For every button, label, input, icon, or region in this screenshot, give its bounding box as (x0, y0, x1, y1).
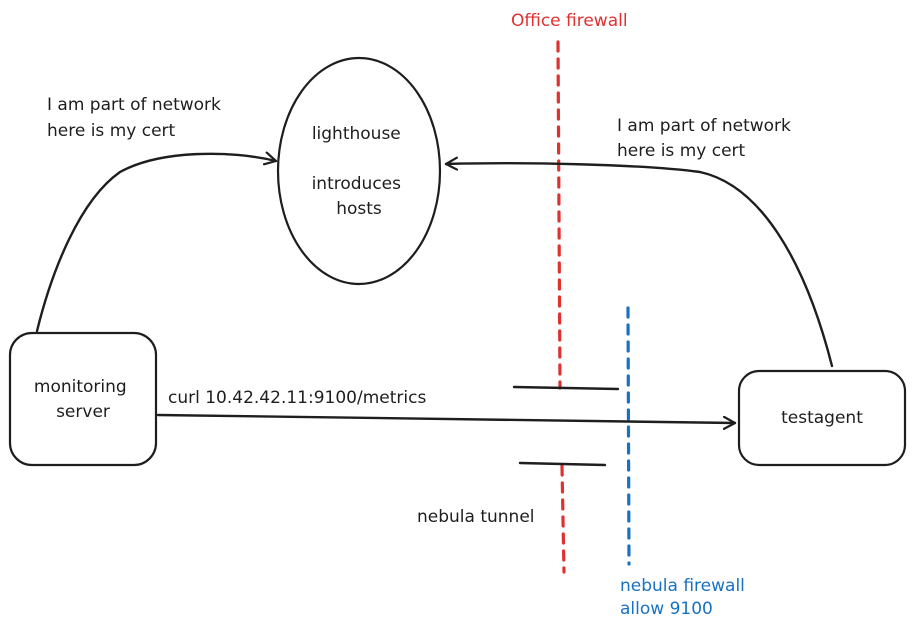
lighthouse-title: lighthouse (312, 124, 401, 144)
monitoring-server-label: monitoring server (34, 377, 132, 422)
lighthouse-role-line2: hosts (336, 199, 382, 219)
nebula-firewall-label-line1: nebula firewall (620, 576, 745, 596)
arrow-monitoring-to-lighthouse (35, 154, 278, 333)
left-cert-message-line2: here is my cert (47, 121, 176, 141)
lighthouse-role-line1: introduces (312, 174, 402, 194)
nebula-tunnel-label: nebula tunnel (417, 507, 535, 527)
office-firewall-line-lower (560, 464, 566, 574)
right-cert-message: I am part of network here is my cert (617, 116, 796, 161)
lighthouse-node (276, 56, 442, 286)
arrow-testagent-to-lighthouse (444, 163, 834, 368)
monitoring-server-label-line1: monitoring (34, 377, 127, 397)
nebula-firewall-line (626, 306, 631, 566)
office-firewall-line-upper (556, 40, 562, 390)
nebula-tunnel-bar-bottom (518, 461, 607, 467)
curl-command-label: curl 10.42.42.11:9100/metrics (168, 388, 426, 408)
testagent-label: testagent (781, 408, 863, 428)
right-cert-message-line2: here is my cert (617, 141, 746, 161)
office-firewall-label: Office firewall (511, 11, 628, 31)
monitoring-server-label-line2: server (56, 402, 110, 422)
nebula-tunnel-bar-top (512, 385, 620, 391)
arrow-curl-to-testagent (156, 413, 737, 423)
lighthouse-label: lighthouse introduces hosts (312, 124, 407, 219)
left-cert-message: I am part of network here is my cert (47, 95, 226, 141)
left-cert-message-line1: I am part of network (47, 95, 221, 115)
testagent-node (737, 369, 907, 467)
nebula-firewall-label: nebula firewall allow 9100 (620, 576, 750, 619)
right-cert-message-line1: I am part of network (617, 116, 791, 136)
nebula-firewall-label-line2: allow 9100 (620, 599, 713, 619)
monitoring-server-node (8, 331, 158, 467)
